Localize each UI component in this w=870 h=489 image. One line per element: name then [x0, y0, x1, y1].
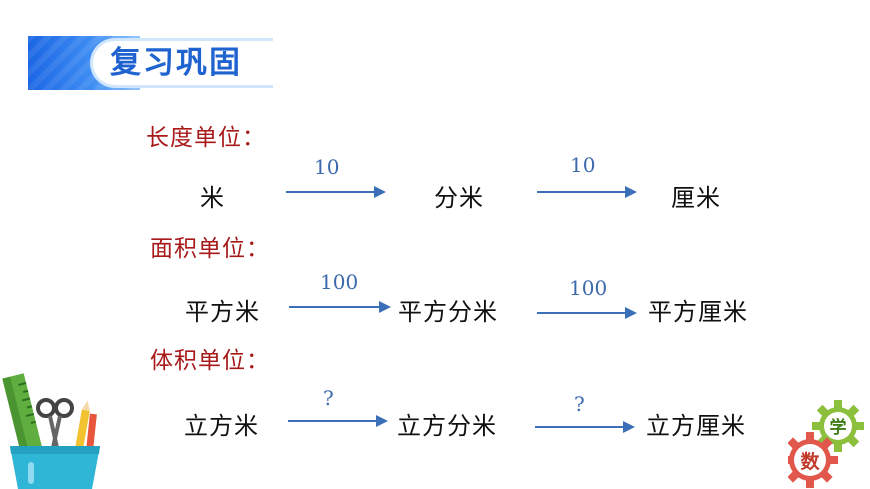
unit-length-2: 分米: [434, 184, 484, 212]
unit-volume-2: 立方分米: [397, 412, 497, 440]
arrow-length-1: [286, 186, 386, 198]
arrow-volume-2: [535, 421, 635, 433]
unit-volume-3: 立方厘米: [646, 412, 746, 440]
rate-area-2: 100: [569, 276, 608, 300]
rate-area-1: 100: [320, 270, 359, 294]
section-label-area: 面积单位：: [150, 236, 270, 262]
unit-volume-1: 立方米: [184, 412, 259, 440]
section-label-length: 长度单位：: [146, 125, 266, 151]
title-pill: [90, 38, 273, 88]
arrow-volume-1: [288, 415, 388, 427]
arrow-length-2: [537, 186, 637, 198]
unit-area-1: 平方米: [185, 298, 260, 326]
unit-length-1: 米: [200, 184, 225, 212]
title-banner: 复习巩固: [28, 36, 273, 90]
unit-area-3: 平方厘米: [648, 298, 748, 326]
unit-area-2: 平方分米: [398, 298, 498, 326]
arrow-area-2: [537, 307, 637, 319]
rate-length-2: 10: [570, 153, 596, 177]
gear-badge-icon: 学 数: [788, 400, 864, 488]
rate-volume-1: ?: [323, 386, 334, 410]
rate-length-1: 10: [314, 155, 340, 179]
section-label-volume: 体积单位：: [150, 348, 270, 374]
badge-bottom-char: 数: [800, 450, 820, 473]
badge-top-char: 学: [830, 417, 847, 438]
stationery-cup-icon: [2, 373, 100, 489]
rate-volume-2: ?: [574, 392, 585, 416]
arrow-area-1: [289, 301, 391, 313]
unit-length-3: 厘米: [671, 184, 721, 212]
page-title: 复习巩固: [110, 45, 242, 81]
